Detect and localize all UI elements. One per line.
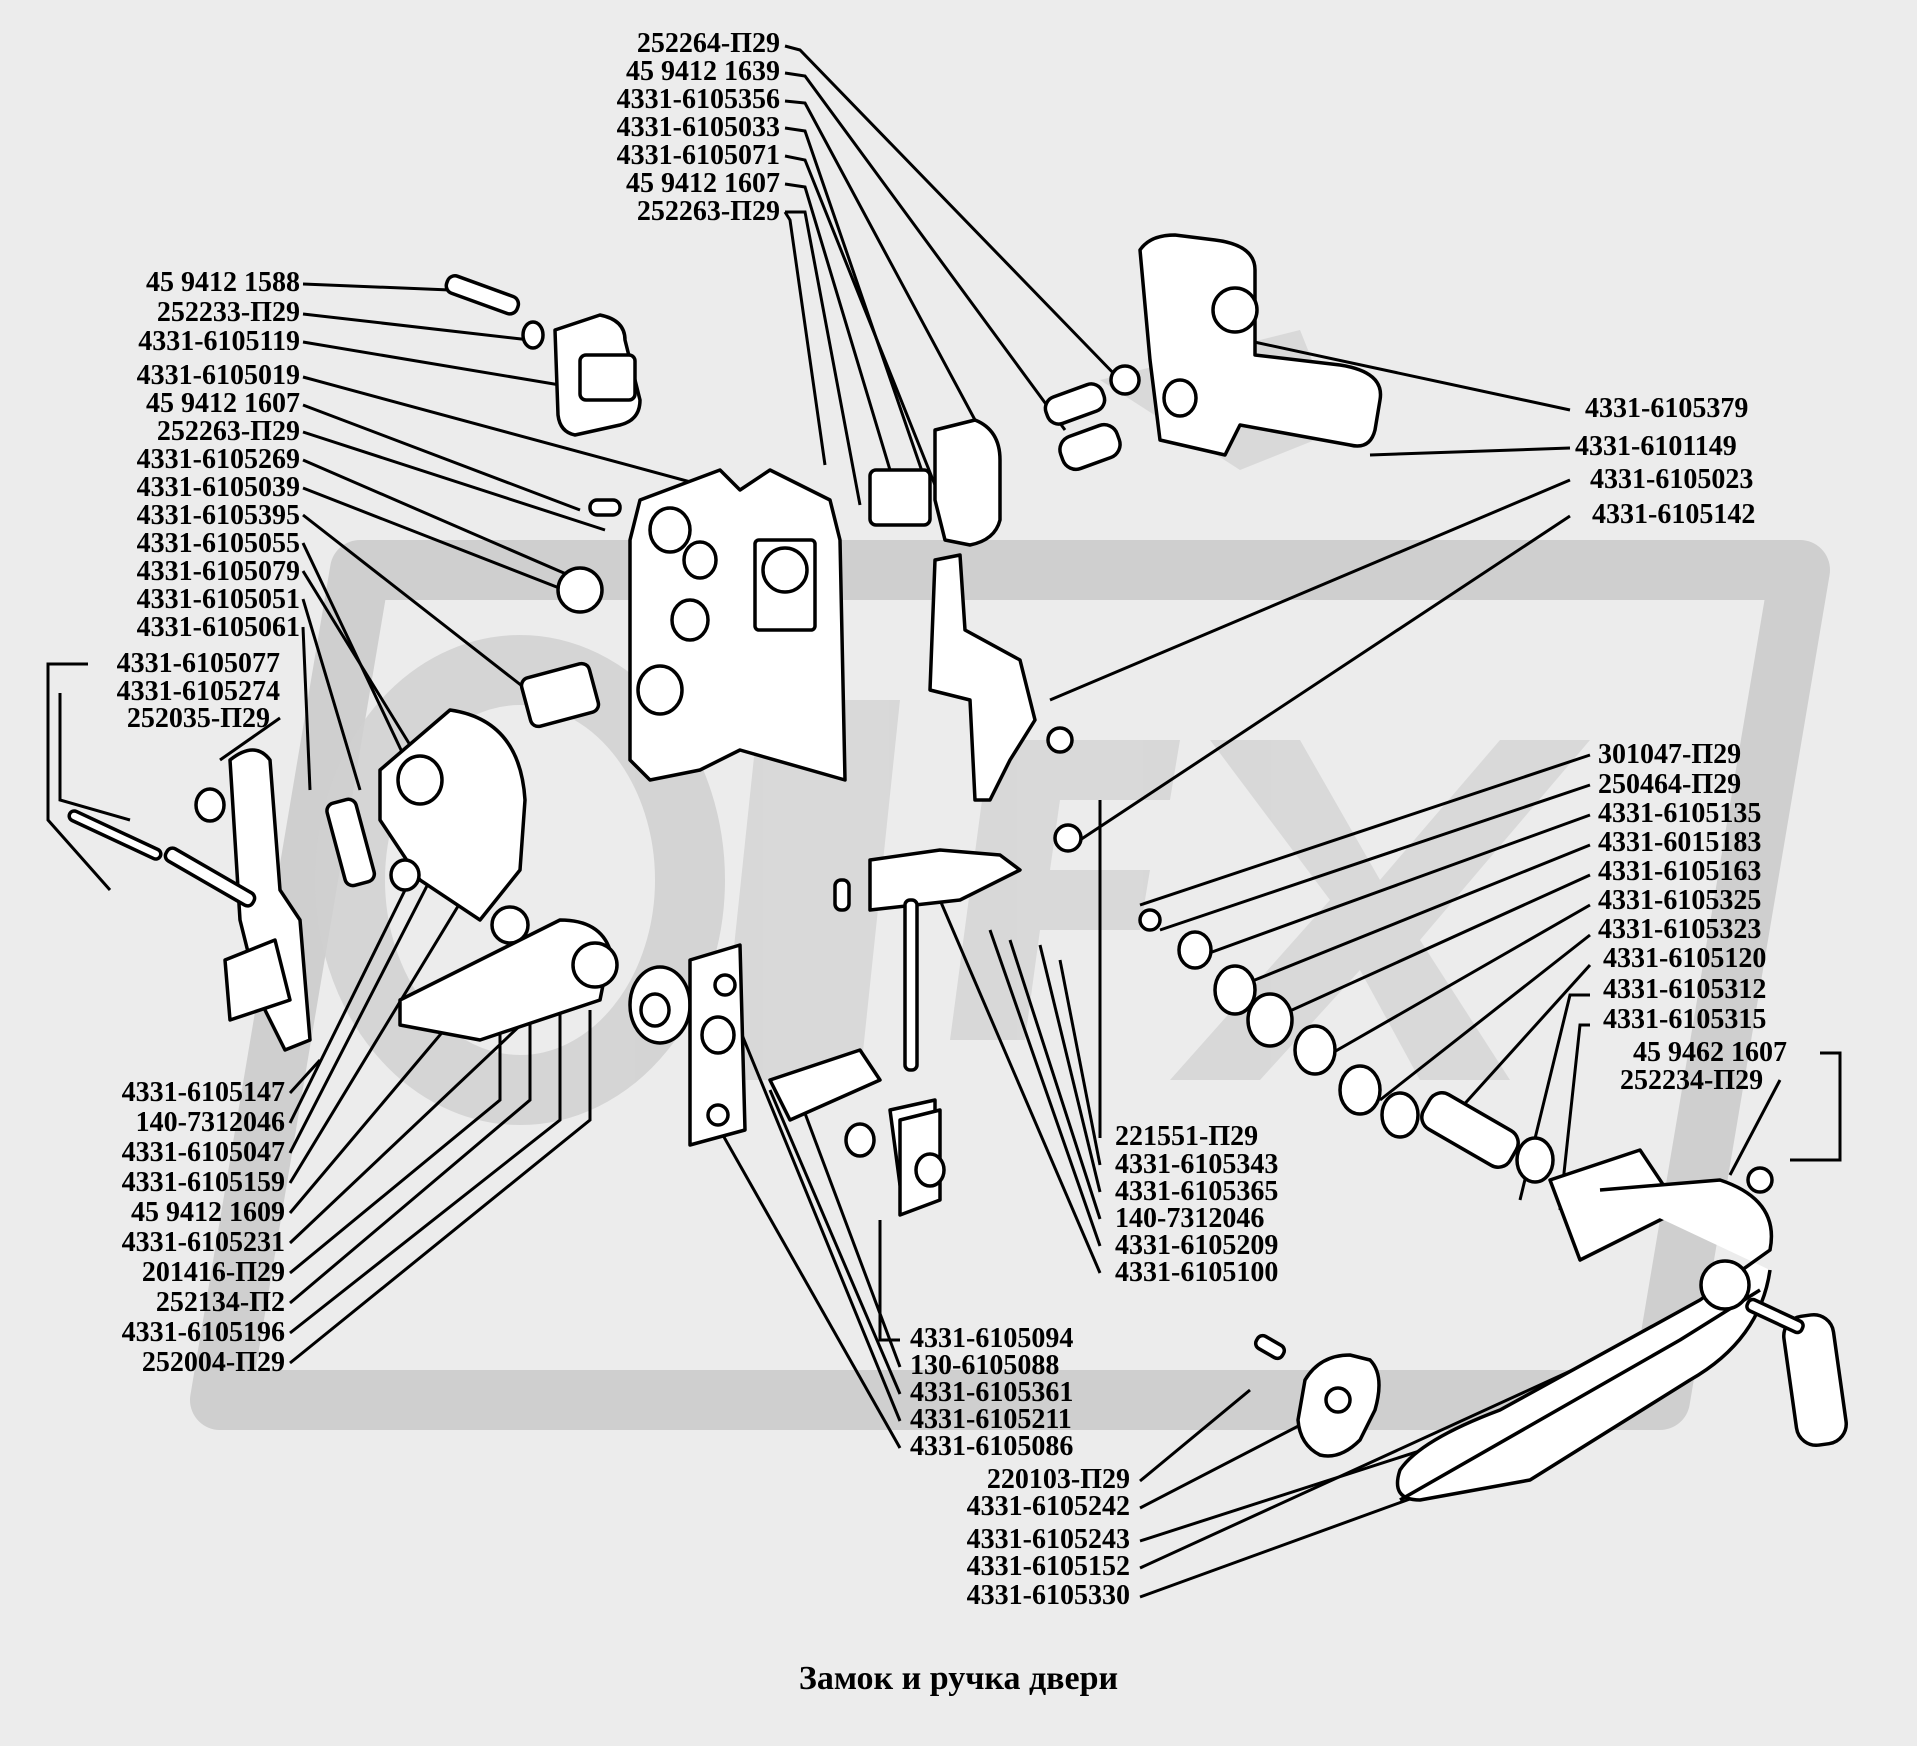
label-4331-6105312: 4331-6105312 (1603, 974, 1767, 1005)
label-4331-6105086: 4331-6105086 (910, 1431, 1074, 1462)
label-4331-6105147: 4331-6105147 (121, 1077, 285, 1108)
label-130-6105088: 130-6105088 (910, 1350, 1060, 1381)
label-459412-1609: 45 9412 1609 (131, 1197, 285, 1228)
label-4331-6105033: 4331-6105033 (616, 112, 780, 143)
label-459412-1639: 45 9412 1639 (626, 56, 780, 87)
label-4331-6105330: 4331-6105330 (966, 1580, 1130, 1611)
label-4331-6105135: 4331-6105135 (1598, 798, 1762, 829)
label-459462-1607: 45 9462 1607 (1633, 1037, 1787, 1068)
label-4331-6105379: 4331-6105379 (1585, 393, 1749, 424)
label-301047-P29: 301047-П29 (1598, 739, 1742, 770)
diagram-caption: Замок и ручка двери (798, 1660, 1119, 1697)
label-4331-6105100: 4331-6105100 (1115, 1257, 1279, 1288)
label-252134-P2: 252134-П2 (155, 1287, 285, 1318)
label-4331-6105039: 4331-6105039 (136, 472, 300, 503)
label-252263-P29-b: 252263-П29 (156, 416, 300, 447)
label-4331-6105242: 4331-6105242 (966, 1491, 1130, 1522)
leader-lines (46, 44, 1842, 1599)
label-4331-6105196: 4331-6105196 (121, 1317, 285, 1348)
label-252263-P29: 252263-П29 (636, 196, 780, 227)
label-4331-6105061: 4331-6105061 (136, 612, 300, 643)
label-459412-1588: 45 9412 1588 (146, 267, 300, 298)
label-4331-6105361: 4331-6105361 (910, 1377, 1074, 1408)
label-4331-6105274: 4331-6105274 (116, 676, 280, 707)
label-4331-6105077: 4331-6105077 (116, 648, 280, 679)
label-140-7312046: 140-7312046 (135, 1107, 285, 1138)
label-459412-1607-b: 45 9412 1607 (146, 388, 300, 419)
label-459412-1607: 45 9412 1607 (626, 168, 780, 199)
label-4331-6105211: 4331-6105211 (910, 1404, 1072, 1435)
label-4331-6105019: 4331-6105019 (136, 360, 300, 391)
label-4331-6105209: 4331-6105209 (1115, 1230, 1279, 1261)
parts (67, 233, 1848, 1502)
label-4331-6105120: 4331-6105120 (1603, 943, 1767, 974)
label-221551-P29: 221551-П29 (1115, 1121, 1259, 1152)
label-4331-6105315: 4331-6105315 (1603, 1004, 1767, 1035)
label-4331-6105365: 4331-6105365 (1115, 1176, 1279, 1207)
label-140-7312046-b: 140-7312046 (1115, 1203, 1265, 1234)
label-4331-6105243: 4331-6105243 (966, 1524, 1130, 1555)
label-4331-6105051: 4331-6105051 (136, 584, 300, 615)
label-4331-6105071: 4331-6105071 (616, 140, 780, 171)
label-4331-6105269: 4331-6105269 (136, 444, 300, 475)
label-4331-6105094: 4331-6105094 (910, 1323, 1074, 1354)
label-252233-P29: 252233-П29 (156, 297, 300, 328)
label-4331-6105055: 4331-6105055 (136, 528, 300, 559)
label-4331-6101149: 4331-6101149 (1575, 431, 1737, 462)
label-4331-6105047: 4331-6105047 (121, 1137, 285, 1168)
label-252234-P29: 252234-П29 (1620, 1065, 1764, 1096)
label-4331-6105343: 4331-6105343 (1115, 1149, 1279, 1180)
label-4331-6105325: 4331-6105325 (1598, 885, 1762, 916)
label-220103-P29: 220103-П29 (986, 1464, 1130, 1495)
label-4331-6105231: 4331-6105231 (121, 1227, 285, 1258)
label-4331-6105119: 4331-6105119 (138, 326, 300, 357)
label-4331-6105323: 4331-6105323 (1598, 914, 1762, 945)
label-4331-6105152: 4331-6105152 (966, 1551, 1130, 1582)
label-4331-6105159: 4331-6105159 (121, 1167, 285, 1198)
label-4331-6105395: 4331-6105395 (136, 500, 300, 531)
label-4331-6105356: 4331-6105356 (616, 84, 780, 115)
label-4331-6105079: 4331-6105079 (136, 556, 300, 587)
label-4331-6105142: 4331-6105142 (1592, 499, 1756, 530)
label-252004-P29: 252004-П29 (141, 1347, 285, 1378)
label-250464-P29: 250464-П29 (1598, 769, 1742, 800)
label-252264-P29: 252264-П29 (636, 28, 780, 59)
label-252035-P29: 252035-П29 (126, 703, 270, 734)
label-4331-6105163: 4331-6105163 (1598, 856, 1762, 887)
label-201416-P29: 201416-П29 (141, 1257, 285, 1288)
label-4331-6105023: 4331-6105023 (1590, 464, 1754, 495)
label-4331-6015183: 4331-6015183 (1598, 827, 1762, 858)
